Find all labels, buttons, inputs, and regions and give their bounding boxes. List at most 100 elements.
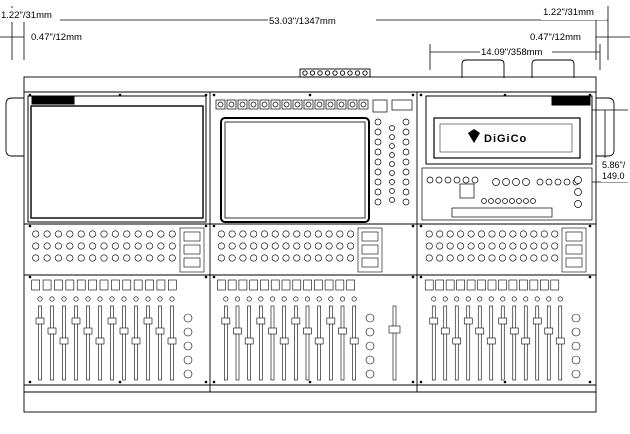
knob-icon [282,242,290,250]
fader-cap [119,327,129,335]
bay-button [565,257,583,268]
knob-icon [389,188,395,194]
screw-icon [503,93,507,97]
knob-icon [571,313,581,323]
knob-icon [293,230,301,238]
knob-icon [389,143,395,149]
fader-track [110,305,114,381]
knob-icon [123,242,131,250]
fader-track [340,305,345,381]
fader-cap [233,327,242,335]
connector-icon [324,70,331,76]
fader-cap [463,317,473,325]
knob-icon [446,230,454,238]
screw-icon [411,275,415,279]
screw-icon [212,380,216,384]
knob-icon [374,118,382,126]
dim-height-line1: 5.86"/ [602,160,626,170]
screw-icon [204,275,208,279]
bay-button [183,244,201,255]
fader-track [38,305,42,381]
brand-logo: DiGiCo [468,129,526,145]
fader-cap [35,317,45,325]
channel-strips [31,227,587,291]
fader-track [305,305,310,381]
knob-icon [134,242,142,250]
console-body [5,59,615,413]
knob-icon [217,101,224,108]
knob-icon [457,230,465,238]
channel-button [88,279,97,291]
knob-icon [498,230,506,238]
knob-icon [89,242,97,250]
knob-icon [349,101,356,108]
connector-icon [339,70,346,76]
knob-icon [365,327,375,337]
knob-icon [402,128,410,136]
knob-icon [100,254,108,262]
channel-button [42,279,52,291]
screw-icon [411,380,415,384]
fader-cap [244,337,254,345]
knob-icon [519,242,527,250]
fader-track [74,305,78,381]
knob-icon [66,242,74,250]
channel-button [281,279,291,291]
screw-icon [204,380,208,384]
fader-cap [59,337,69,345]
knob-icon [32,254,40,262]
knob-icon [134,254,142,262]
knob-icon [530,242,538,250]
select-icon [442,296,448,302]
knob-icon [123,230,131,238]
screw-icon [419,224,423,228]
select-icon [304,296,310,302]
knob-icon [250,254,258,262]
knob-icon [402,188,410,196]
knob-icon [425,254,433,262]
bay-button [183,231,201,242]
knob-icon [183,313,193,323]
screw-icon [503,380,507,384]
channel-button [76,279,86,291]
select-icon [293,296,299,302]
knob-icon [495,198,501,204]
knob-icon [283,101,290,108]
knob-icon [374,168,382,176]
channel-button [133,279,143,291]
fader-cap [532,317,542,325]
fader-cap [544,327,554,335]
connector-icon [347,70,353,76]
knob-icon [374,148,382,156]
knob-icon [327,101,334,108]
fader-track [294,305,298,381]
bay-button [565,231,583,242]
select-icon [269,296,275,302]
knob-icon [488,254,496,262]
channel-button [466,279,476,291]
channel-button [508,279,518,291]
knob-icon [457,254,465,262]
fader-track [224,305,228,381]
channel-button [435,279,444,291]
channel-button [456,279,465,291]
select-icon [169,296,175,302]
knob-icon [271,254,279,262]
knob-icon [571,369,581,379]
knob-icon [389,179,395,185]
channel-button [227,279,237,291]
master-fader-cap [388,325,401,334]
knob-icon [54,254,62,262]
knob-icon [314,230,322,238]
screw-icon [588,224,592,228]
knob-icon [316,101,323,108]
knob-icon [282,230,290,238]
knob-icon [478,254,486,262]
bay-button [565,244,583,255]
channel-button [303,279,312,291]
screw-icon [212,93,216,97]
fader-track [50,305,54,381]
knob-icon [374,198,382,206]
knob-icon [365,313,375,323]
knob-icon [563,178,571,186]
